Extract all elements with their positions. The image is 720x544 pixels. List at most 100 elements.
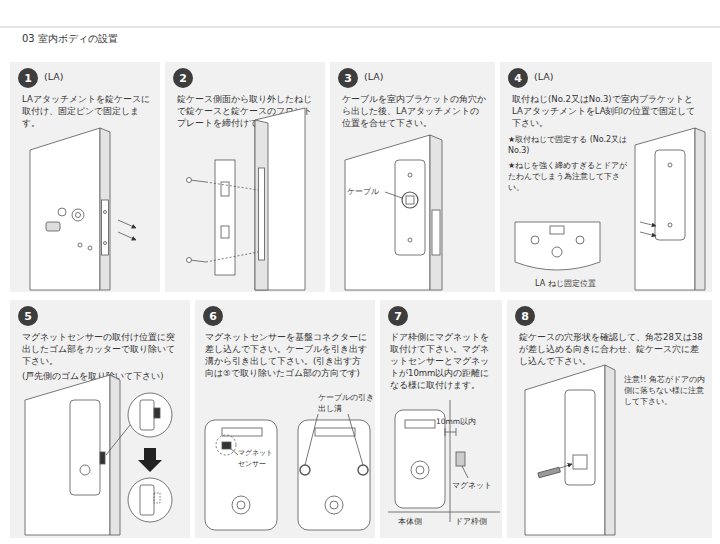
lock-case-illustration-part [255, 108, 305, 290]
spindle-illustration-part [605, 365, 615, 535]
part-label: ★ねじを強く締めすぎるとドアがたわんでしまう為注意して下さい。 [508, 160, 630, 193]
sensor-connector-illustration-part [348, 414, 363, 465]
page-title: 03 室内ボディの設置 [22, 33, 118, 45]
step-panel: 錠ケース側面から取り外したねじで錠ケースと錠ケースのフロントプレートを締付けてく… [165, 62, 325, 292]
bracket-fixing-illustration-part [576, 236, 584, 244]
door-illustration-part [118, 220, 136, 228]
sensor-connector-illustration-part [237, 501, 245, 509]
bracket-fixing-illustration-part [550, 226, 564, 234]
door-illustration-part [104, 211, 107, 214]
step-instruction: LAアタッチメントを錠ケースに取付け、固定ピンで固定します。 [22, 93, 152, 129]
header-rule [0, 27, 720, 28]
step-variant: (LA) [44, 71, 63, 83]
step-instruction: 取付ねじ(No.2又はNo.3)で室内ブラケットとLAアタッチメントをLA刻印の… [512, 93, 702, 129]
magnet-illustration-part [445, 428, 446, 436]
rubber-removal-illustration-part [106, 425, 130, 455]
bracket-fixing-illustration-part [640, 222, 656, 226]
part-label: ドア枠側 [455, 516, 487, 527]
step-instruction: ケーブルを室内ブラケットの角穴から出した後、LAアタッチメントの位置を合せて下さ… [342, 93, 487, 129]
door-illustration-part [78, 243, 82, 247]
bracket-illustration-part [408, 238, 412, 242]
lock-case-illustration-part [255, 120, 268, 290]
rubber-removal-illustration-part [128, 478, 172, 522]
step-number-badge: 8 [515, 306, 535, 326]
rubber-removal-illustration-part [100, 452, 105, 464]
step-panel: 錠ケースの穴形状を確認して、角芯28又は38が差し込める向きに合わせ、錠ケース穴… [507, 300, 712, 538]
badge-circle-shape [203, 306, 223, 326]
sensor-connector-illustration-part [232, 496, 250, 514]
sensor-connector-illustration-part [298, 420, 370, 530]
sensor-connector-illustration-part [230, 448, 238, 455]
step-number: 3 [338, 68, 358, 88]
caution-note: 注意!! 角芯がドアの内側に落ちない様に注意して下さい。 [624, 374, 708, 407]
step-instruction: マグネットセンサーの取付け位置に突出したゴム部をカッターで取り除いて下さい。 [22, 331, 182, 367]
bracket-fixing-illustration-part [695, 128, 705, 290]
bracket-fixing-illustration-part [515, 222, 600, 270]
door-illustration [30, 128, 136, 290]
lock-case-illustration-part [215, 160, 235, 275]
step-number: 5 [18, 306, 38, 326]
part-label: マグネット [452, 480, 492, 491]
lock-case-illustration-part [190, 180, 206, 182]
sensor-connector-illustration-part [305, 414, 318, 465]
rubber-removal-illustration-part [80, 465, 90, 475]
step-number: 4 [508, 68, 528, 88]
door-illustration-part [100, 128, 110, 290]
magnet-illustration-part [462, 466, 468, 478]
door-illustration-part [30, 128, 100, 290]
step-panel: (LA)LAアタッチメントを錠ケースに取付け、固定ピンで固定します。1 [10, 62, 160, 292]
sensor-connector-illustration-part [216, 435, 236, 455]
step-panel: (LA)ケーブルを室内ブラケットの角穴から出した後、LAアタッチメントの位置を合… [330, 62, 495, 292]
step-instruction: (戸先側のゴムを取り除いて下さい) [22, 370, 182, 382]
door-illustration-part [102, 200, 109, 255]
rubber-removal-illustration-part [154, 408, 160, 418]
bracket-illustration-part [385, 192, 402, 198]
magnet-illustration-part [416, 466, 424, 474]
sensor-connector-illustration-part [315, 428, 355, 436]
bracket-illustration-part [432, 210, 440, 255]
door-illustration-part [72, 209, 84, 221]
bracket-illustration-part [402, 192, 418, 208]
magnet-illustration-part [456, 428, 457, 436]
bracket-illustration-part [406, 196, 414, 204]
step-number-badge: 6 [203, 306, 223, 326]
lock-case-illustration-part [206, 252, 258, 262]
badge-circle-shape [18, 306, 38, 326]
rubber-removal-illustration-part [140, 400, 154, 430]
magnet-illustration [388, 400, 500, 522]
rubber-removal-illustration-part [140, 485, 154, 515]
sensor-connector-illustration-part [222, 428, 262, 436]
bracket-fixing-illustration-part [640, 232, 656, 236]
part-label: LA ねじ固定位置 [535, 278, 596, 289]
step-instruction: 錠ケースの穴形状を確認して、角芯28又は38が差し込める向きに合わせ、錠ケース穴… [519, 331, 704, 367]
step-number: 7 [388, 306, 408, 326]
lock-case-illustration-part [259, 168, 265, 260]
step-number-badge: 4 [508, 68, 528, 88]
badge-circle-shape [338, 68, 358, 88]
badge-circle-shape [18, 68, 38, 88]
door-illustration-part [88, 246, 92, 250]
door-illustration-part [104, 242, 107, 245]
step-number-badge: 5 [18, 306, 38, 326]
bracket-illustration [345, 135, 442, 290]
part-label: 10mm以内 [436, 416, 476, 427]
magnet-illustration-part [405, 420, 435, 428]
bracket-fixing-illustration-part [531, 236, 539, 244]
step-panel: マグネットセンサーの取付け位置に突出したゴム部をカッターで取り除いて下さい。 (戸… [10, 300, 190, 538]
bracket-illustration-part [430, 135, 442, 290]
step-number: 8 [515, 306, 535, 326]
step-number-badge: 7 [388, 306, 408, 326]
step-number-badge: 2 [173, 68, 193, 88]
lock-case-illustration-part [187, 178, 192, 183]
rubber-removal-illustration-part [128, 393, 172, 437]
part-label: マグネットセンサー [238, 448, 276, 470]
part-label: ★取付ねじで固定する (No.2又はNo.3) [508, 134, 630, 156]
step-panel: マグネットセンサーを基盤コネクターに差し込んで下さい。ケーブルを引き出す溝から引… [195, 300, 375, 538]
spindle-illustration [525, 365, 615, 535]
bracket-illustration-part [408, 173, 412, 177]
rubber-removal-illustration-part [70, 400, 100, 495]
badge-circle-shape [173, 68, 193, 88]
bracket-fixing-illustration [515, 128, 705, 290]
